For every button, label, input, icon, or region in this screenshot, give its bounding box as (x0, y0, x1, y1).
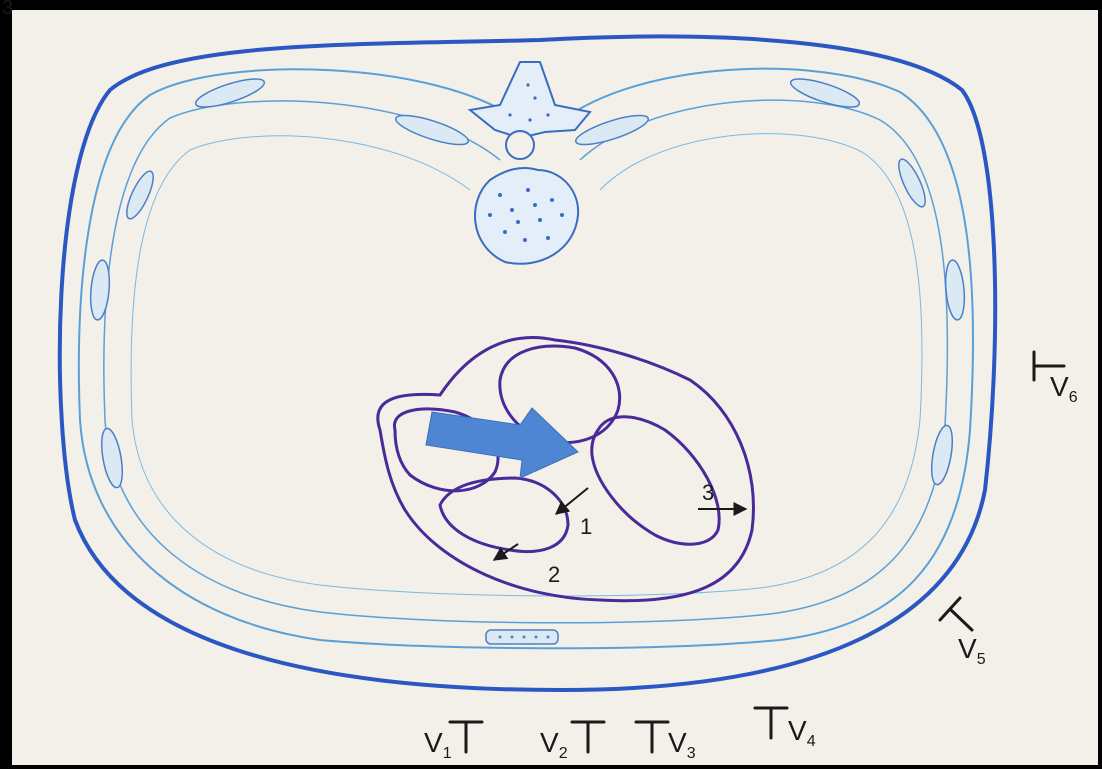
vector-1-label: 1 (580, 514, 592, 539)
corner-mark: 3 (2, 0, 13, 19)
vector-3-label: 3 (702, 480, 714, 505)
sternum-icon (486, 630, 558, 644)
vector-2-label: 2 (548, 562, 560, 587)
